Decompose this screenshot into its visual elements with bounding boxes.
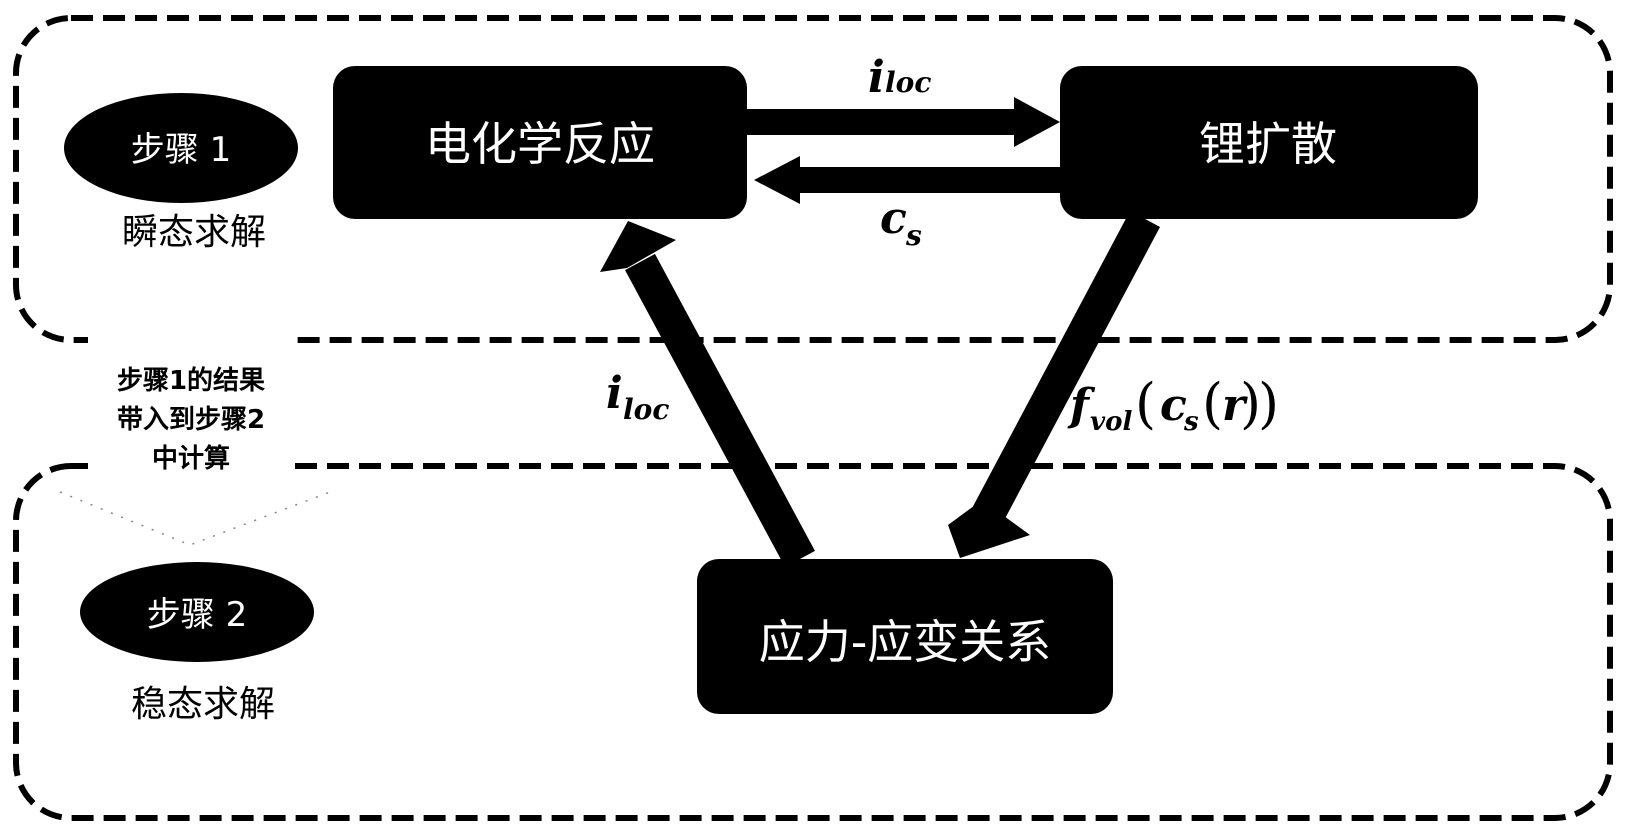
step1-region-border xyxy=(13,15,1613,343)
svg-text:c: c xyxy=(880,193,907,244)
step2-caption: 稳态求解 xyxy=(131,684,275,725)
svg-text:i: i xyxy=(868,52,885,103)
arrow-electrochem-to-diffusion-head xyxy=(1014,97,1060,147)
svg-text:r: r xyxy=(1222,380,1248,431)
edge-label-top-iloc: i loc xyxy=(868,52,931,103)
step1-badge xyxy=(64,93,298,203)
arrow-stress-to-electrochem xyxy=(625,253,815,568)
node-lithium-diffusion xyxy=(1060,66,1478,219)
transfer-note-background xyxy=(88,332,294,482)
node-electrochemical-reaction-label: 电化学反应 xyxy=(425,117,655,171)
edge-label-fvol: f vol ( c s ( r ) ) xyxy=(1067,372,1279,437)
step2-badge xyxy=(80,562,314,662)
svg-text:c: c xyxy=(1160,380,1187,431)
svg-text:s: s xyxy=(1183,407,1199,437)
svg-text:(: ( xyxy=(1135,372,1156,435)
transfer-note-line-2: 带入到步骤2 xyxy=(117,404,265,435)
transfer-note-line-1: 步骤1的结果 xyxy=(117,365,265,396)
svg-text:s: s xyxy=(905,219,922,252)
step2-region-border xyxy=(13,463,1613,821)
edge-label-left-iloc: i loc xyxy=(606,368,669,426)
step1-badge-label: 步骤 1 xyxy=(131,130,231,170)
arrow-diffusion-to-stress-head xyxy=(948,500,1030,558)
arrow-stress-to-electrochem-head xyxy=(600,221,676,272)
svg-text:): ) xyxy=(1240,372,1261,435)
svg-text:i: i xyxy=(606,368,623,419)
step1-caption: 瞬态求解 xyxy=(122,212,266,253)
node-stress-strain-label: 应力-应变关系 xyxy=(759,615,1052,669)
node-stress-strain xyxy=(697,559,1113,714)
arrow-diffusion-to-electrochem-head xyxy=(754,156,800,204)
svg-text:loc: loc xyxy=(885,66,931,99)
arrow-diffusion-to-stress xyxy=(969,211,1161,528)
edge-label-cs: c s xyxy=(880,193,922,252)
svg-text:): ) xyxy=(1258,372,1279,435)
svg-text:loc: loc xyxy=(623,393,669,426)
node-electrochemical-reaction xyxy=(333,66,747,219)
transfer-note-line-3: 中计算 xyxy=(152,443,230,474)
svg-text:(: ( xyxy=(1202,372,1223,435)
step2-badge-label: 步骤 2 xyxy=(147,595,247,635)
transfer-chevron-icon xyxy=(59,491,331,546)
svg-text:vol: vol xyxy=(1090,407,1132,437)
node-lithium-diffusion-label: 锂扩散 xyxy=(1199,117,1337,171)
